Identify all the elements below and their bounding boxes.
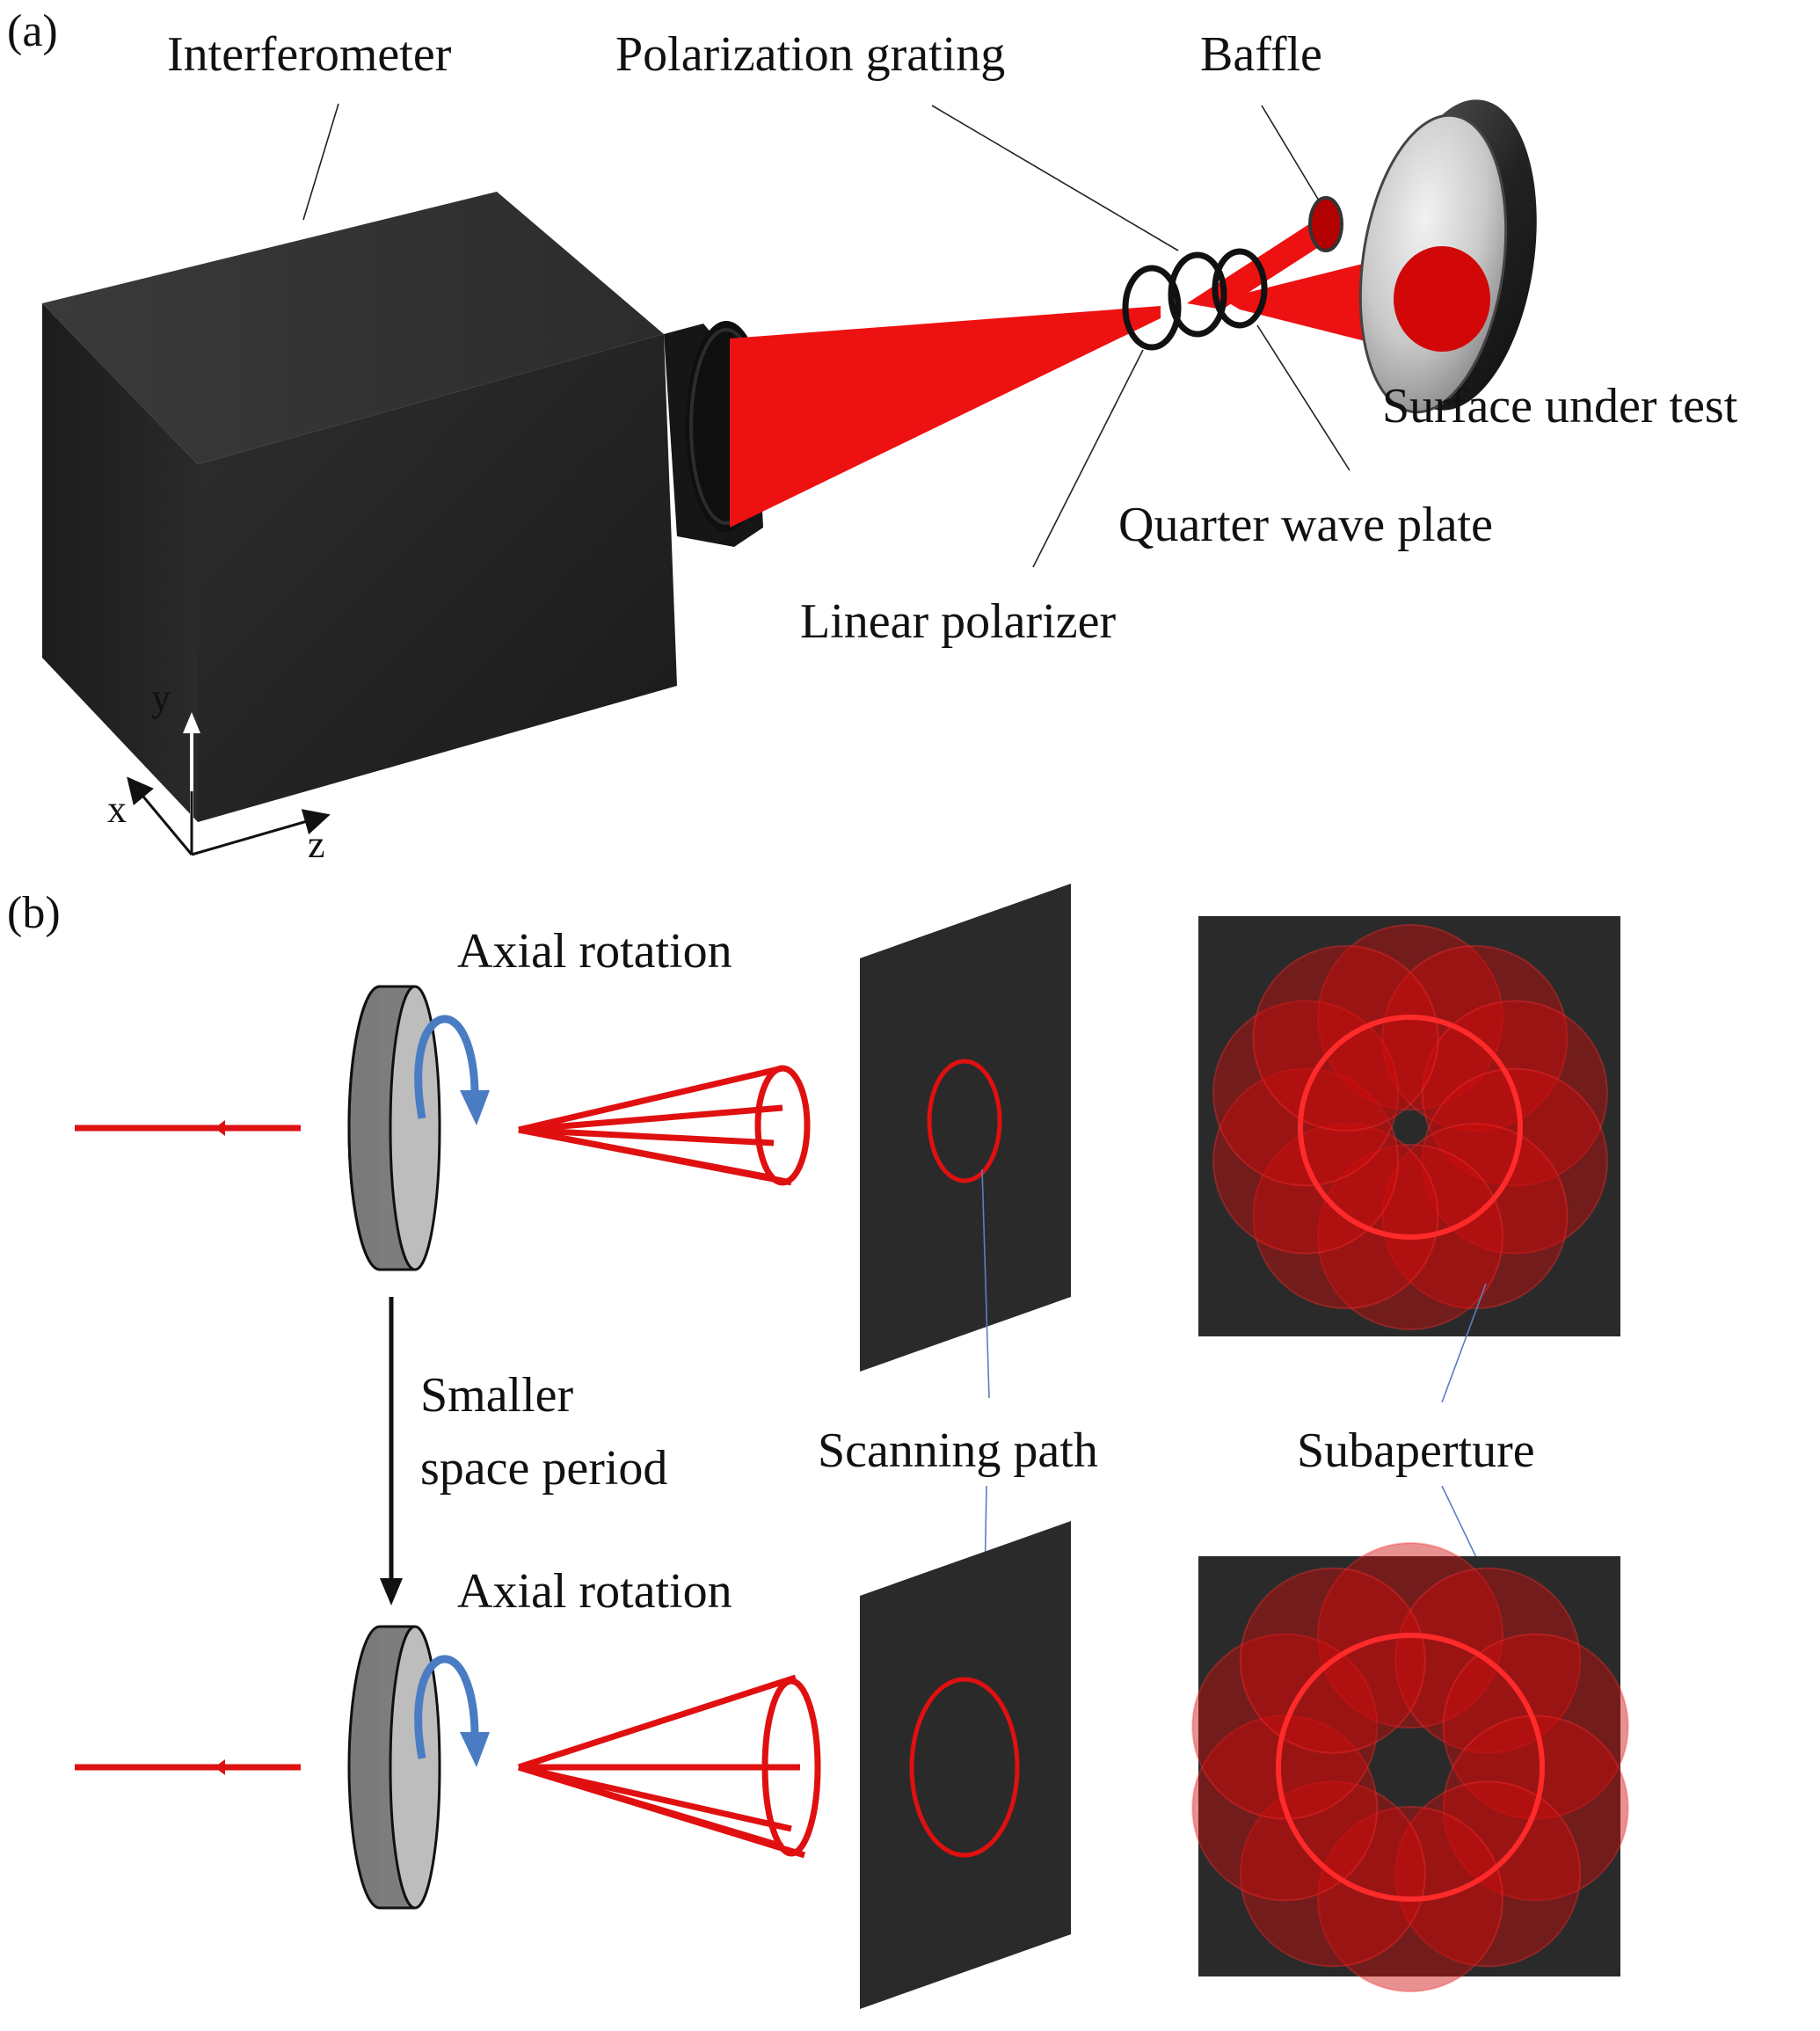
panel-b-tag: (b) bbox=[7, 888, 61, 938]
coordinate-axes: y x z bbox=[107, 676, 331, 866]
label-smaller: Smaller bbox=[420, 1368, 574, 1423]
axis-label-x: x bbox=[107, 788, 127, 831]
subaperture-pattern-top bbox=[1212, 924, 1608, 1330]
scanning-path-circle-bottom bbox=[909, 1677, 1020, 1858]
smaller-period-arrowhead bbox=[380, 1578, 403, 1605]
label-scanning-path: Scanning path bbox=[818, 1423, 1098, 1478]
incoming-beam-arrowhead-bottom bbox=[215, 1759, 225, 1775]
grating-disk-bottom bbox=[347, 1625, 441, 1910]
subaperture-pattern-bottom bbox=[1191, 1542, 1629, 1992]
label-quarter-wave-plate: Quarter wave plate bbox=[1118, 498, 1493, 552]
rotation-arrow-bottom bbox=[414, 1655, 479, 1759]
subaperture-panel-bottom bbox=[1198, 1556, 1620, 1976]
label-axial-rotation-bottom: Axial rotation bbox=[457, 1564, 732, 1619]
laser-beam-main bbox=[730, 306, 1161, 528]
axis-label-y: y bbox=[151, 676, 171, 719]
panel-a: (a) bbox=[7, 6, 1738, 866]
leader-baffle bbox=[1261, 105, 1320, 201]
interferometer-body bbox=[42, 192, 767, 822]
axis-label-z: z bbox=[308, 823, 325, 866]
linear-polarizer-ring bbox=[1122, 265, 1182, 351]
label-surface-under-test: Surface under test bbox=[1382, 379, 1738, 433]
scan-screen-top bbox=[860, 884, 1071, 1372]
bottom-scan-ring bbox=[1276, 1633, 1545, 1902]
leader-subaperture-top bbox=[1441, 1283, 1487, 1403]
diffraction-cone-top bbox=[518, 1065, 811, 1186]
leader-polarization-grating bbox=[931, 105, 1179, 251]
scan-screen-bottom bbox=[860, 1521, 1071, 2009]
surface-under-test-mirror bbox=[1358, 99, 1537, 414]
top-row: Axial rotation bbox=[75, 884, 1620, 1372]
leader-linear-polarizer bbox=[1032, 349, 1144, 568]
rotation-arrowhead-top bbox=[460, 1090, 490, 1125]
baffle-element bbox=[1308, 196, 1343, 252]
label-subaperture: Subaperture bbox=[1297, 1423, 1535, 1478]
label-linear-polarizer: Linear polarizer bbox=[800, 594, 1116, 649]
interferometer-front-face bbox=[198, 334, 677, 822]
label-space-period: space period bbox=[420, 1441, 667, 1496]
bottom-row: Axial rotation bbox=[75, 1521, 1629, 2009]
subaperture-panel-top bbox=[1198, 916, 1620, 1336]
panel-a-tag: (a) bbox=[7, 6, 58, 56]
diffraction-cone-bottom bbox=[517, 1674, 821, 1859]
label-axial-rotation-top: Axial rotation bbox=[457, 924, 732, 979]
label-baffle: Baffle bbox=[1200, 27, 1322, 82]
interferometer-top-face bbox=[42, 192, 664, 464]
top-scan-ring bbox=[1298, 1015, 1523, 1240]
rotation-arrow-top bbox=[414, 1015, 479, 1119]
leader-quarter-wave-plate bbox=[1256, 324, 1350, 471]
incoming-beam-arrowhead-top bbox=[215, 1120, 225, 1136]
leader-scanning-path-top bbox=[981, 1168, 990, 1399]
rotation-arrowhead-bottom bbox=[460, 1732, 490, 1767]
scanning-path-circle-top bbox=[927, 1059, 1002, 1183]
interferometer-left-face bbox=[42, 303, 198, 822]
leader-interferometer bbox=[302, 103, 339, 221]
polarization-grating-ring bbox=[1168, 251, 1227, 338]
panel-b: (b) Axial rotation bbox=[7, 884, 1629, 2009]
quarter-wave-plate-ring bbox=[1212, 248, 1268, 329]
grating-disk-top bbox=[347, 985, 441, 1271]
label-polarization-grating: Polarization grating bbox=[615, 27, 1005, 82]
label-interferometer: Interferometer bbox=[167, 27, 452, 82]
